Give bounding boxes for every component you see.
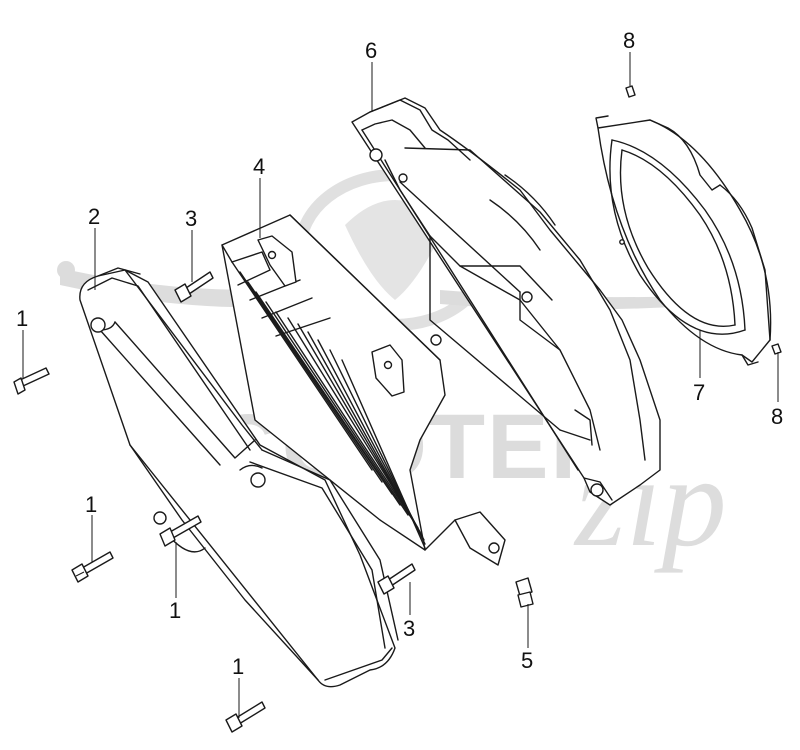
bolt-1-center — [159, 515, 202, 547]
leader-lines — [22, 52, 779, 718]
callout-labels: 1 1 1 1 2 3 3 4 5 6 7 8 8 — [16, 28, 783, 679]
callout-1-bottom: 1 — [232, 654, 244, 679]
callout-8-top: 8 — [623, 28, 635, 53]
pin-8-top — [625, 85, 636, 98]
part-6-housing — [351, 97, 661, 506]
bolt-1-bottom — [225, 701, 266, 733]
callout-1-mid: 1 — [85, 492, 97, 517]
bolt-3-lower — [377, 563, 416, 595]
pin-8-right — [771, 343, 782, 355]
callout-7: 7 — [693, 380, 705, 405]
part-4-heatsink-controller — [221, 214, 506, 566]
callout-8-right: 8 — [771, 404, 783, 429]
callout-2: 2 — [88, 204, 100, 229]
bolt-1-mid — [71, 551, 114, 583]
callout-6: 6 — [365, 38, 377, 63]
callout-1-left: 1 — [16, 306, 28, 331]
bolt-3-upper — [174, 271, 214, 303]
callout-4: 4 — [253, 154, 265, 179]
callout-5: 5 — [521, 648, 533, 673]
bolt-1-left — [13, 367, 50, 395]
callout-3-upper: 3 — [185, 206, 197, 231]
part-2-cover — [79, 267, 399, 688]
callout-3-lower: 3 — [403, 616, 415, 641]
callout-1-center: 1 — [169, 598, 181, 623]
part-7-gasket — [595, 115, 772, 366]
screw-5 — [515, 577, 534, 608]
heatsink-fins — [231, 251, 426, 549]
